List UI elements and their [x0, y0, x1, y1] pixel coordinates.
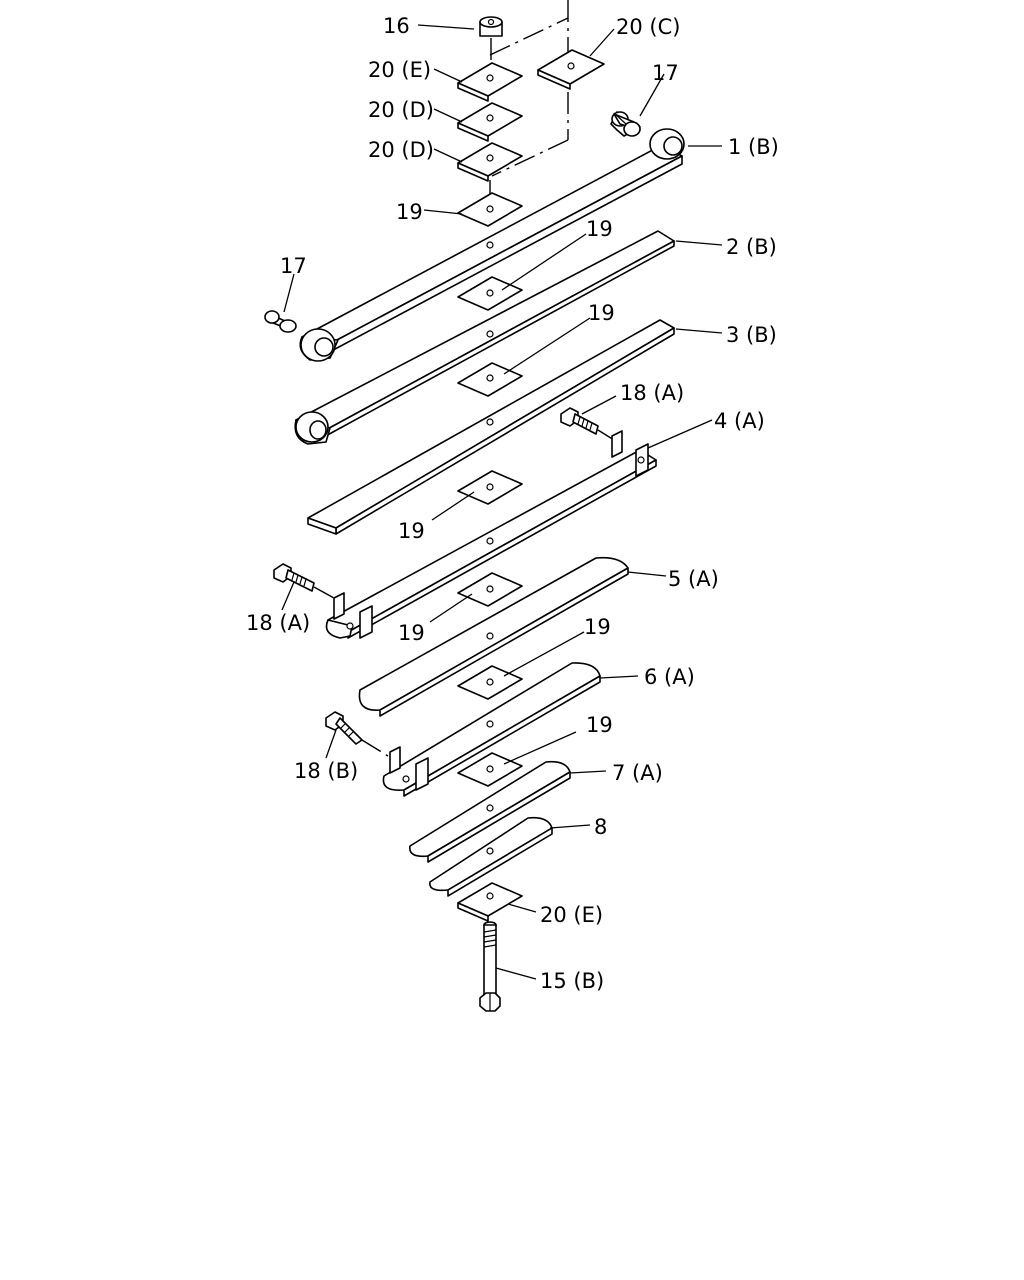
callout-19-leaf3: 19 — [588, 301, 615, 325]
leaf-3b — [307, 319, 675, 535]
plate-20e-top — [457, 62, 523, 102]
bolt-18a-left — [273, 563, 335, 599]
callout-18b: 18 (B) — [294, 759, 358, 783]
pad-19-top — [457, 192, 523, 227]
nut-16 — [479, 16, 503, 60]
pad-19-leaf5 — [457, 572, 523, 607]
plate-20d-lower — [457, 142, 523, 182]
callout-19-leaf2: 19 — [586, 217, 613, 241]
callout-15b: 15 (B) — [540, 969, 604, 993]
callout-20d-lower: 20 (D) — [368, 138, 434, 162]
callout-19-leaf6: 19 — [584, 615, 611, 639]
pad-19-leaf2 — [457, 276, 523, 311]
callout-2b: 2 (B) — [726, 235, 777, 259]
plate-20e-bottom — [457, 882, 523, 922]
callout-17-right: 17 — [652, 61, 679, 85]
pad-19-leaf7 — [457, 752, 523, 787]
callout-1b: 1 (B) — [728, 135, 779, 159]
callout-17-left: 17 — [280, 254, 307, 278]
plate-20d-upper — [457, 102, 523, 142]
callout-8: 8 — [594, 815, 607, 839]
callout-18a-right: 18 (A) — [620, 381, 684, 405]
callout-4a: 4 (A) — [714, 409, 765, 433]
callout-20c: 20 (C) — [616, 15, 680, 39]
assembly-centerlines — [489, 0, 569, 212]
leaf-6a — [382, 662, 601, 797]
callout-16: 16 — [383, 14, 410, 38]
leaf-4a — [325, 430, 657, 639]
callout-19-leaf5: 19 — [398, 621, 425, 645]
bushing-17-left — [264, 310, 297, 333]
callout-18a-left: 18 (A) — [246, 611, 310, 635]
callout-20e-bottom: 20 (E) — [540, 903, 603, 927]
callout-3b: 3 (B) — [726, 323, 777, 347]
pad-19-leaf4 — [457, 470, 523, 505]
callout-19-leaf4: 19 — [398, 519, 425, 543]
callout-19-leaf7: 19 — [586, 713, 613, 737]
leaf-2b — [294, 230, 675, 445]
callout-labels: 16 20 (C) 20 (E) 20 (D) 20 (D) 17 1 (B) … — [246, 14, 779, 993]
pad-19-leaf3 — [457, 362, 523, 397]
callout-20d-upper: 20 (D) — [368, 98, 434, 122]
bolt-15b — [479, 921, 501, 1012]
callout-7a: 7 (A) — [612, 761, 663, 785]
bolt-18b — [325, 711, 389, 757]
leader-lines — [281, 24, 723, 980]
leaf-7a — [409, 760, 571, 863]
callout-19-top: 19 — [396, 200, 423, 224]
leaf-5a — [358, 556, 629, 717]
callout-5a: 5 (A) — [668, 567, 719, 591]
bushing-17-right — [610, 111, 641, 137]
callout-6a: 6 (A) — [644, 665, 695, 689]
callout-20e-top: 20 (E) — [368, 58, 431, 82]
plate-20c — [537, 49, 605, 90]
bolt-18a-right — [560, 407, 615, 441]
leaf-1b-main — [299, 128, 685, 362]
